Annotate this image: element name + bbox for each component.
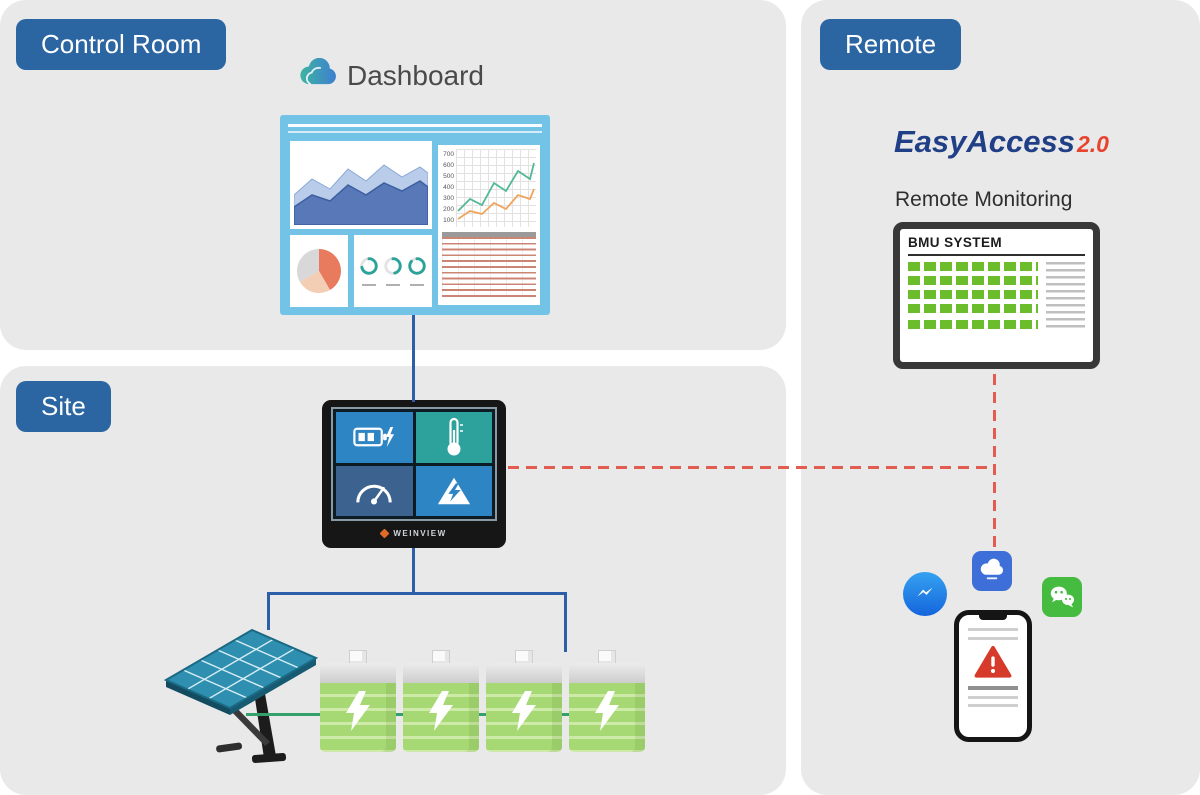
battery-storage-unit xyxy=(320,650,396,752)
hmi-tile-battery xyxy=(336,412,413,463)
control-room-panel: Control Room Dashboard xyxy=(0,0,786,350)
mock-header-line-2 xyxy=(288,131,542,133)
bolt-icon xyxy=(595,691,619,731)
connector-bracket xyxy=(267,592,567,595)
alert-icon xyxy=(437,477,470,505)
wechat-icon xyxy=(1042,577,1082,617)
pie-chart-panel xyxy=(290,235,348,307)
remote-link-dashed-horizontal xyxy=(508,466,995,469)
connector-to-solar xyxy=(267,592,270,630)
easyaccess-logo: EasyAccess2.0 xyxy=(894,124,1109,160)
hmi-device: WEINVIEW xyxy=(322,400,506,548)
gauge-chart xyxy=(407,256,427,287)
gauges-panel xyxy=(354,235,432,307)
dashboard-title: Dashboard xyxy=(347,60,484,91)
remote-link-dashed-vertical xyxy=(993,374,996,554)
battery-storage-unit xyxy=(569,650,645,752)
hmi-tile-temperature xyxy=(415,412,492,463)
gauge-value-text xyxy=(362,283,376,287)
gauge-value-text xyxy=(410,283,424,287)
bolt-icon xyxy=(346,691,370,731)
bmu-system-title: BMU SYSTEM xyxy=(908,235,1085,256)
easyaccess-logo-version: 2.0 xyxy=(1077,131,1109,157)
cloud-app-icon xyxy=(972,551,1012,591)
battery-icon xyxy=(353,427,395,448)
messenger-icon xyxy=(903,572,947,616)
hmi-tile-alert xyxy=(415,465,492,516)
connector-to-battery xyxy=(564,592,567,652)
area-chart-panel xyxy=(290,141,432,229)
phone-heading-line xyxy=(968,686,1018,690)
pie-chart xyxy=(297,249,341,293)
phone-text-lines xyxy=(968,628,1018,640)
hmi-brand-bar: WEINVIEW xyxy=(331,521,497,546)
gauge-chart xyxy=(359,256,379,287)
gauge-chart xyxy=(383,256,403,287)
thermometer-icon xyxy=(447,418,463,456)
mock-header-line xyxy=(288,124,542,127)
area-chart xyxy=(293,164,429,226)
gauge-icon xyxy=(356,484,392,505)
line-chart xyxy=(456,149,536,227)
battery-cap xyxy=(486,663,562,683)
battery-storage-unit xyxy=(403,650,479,752)
hmi-tile-gauge xyxy=(336,465,413,516)
control-room-badge: Control Room xyxy=(16,19,227,70)
phone-notch xyxy=(979,615,1007,620)
easyaccess-logo-main: EasyAccess xyxy=(894,124,1075,159)
line-chart-panel: 700 600 500 400 300 200 100 xyxy=(438,145,540,305)
bmu-cell-grid xyxy=(908,262,1038,313)
connector-dashboard-to-hmi xyxy=(412,315,415,402)
smartphone xyxy=(954,610,1032,742)
weincloud-logo-icon xyxy=(300,58,336,85)
warning-icon xyxy=(974,645,1012,678)
remote-panel: Remote EasyAccess2.0 Remote Monitoring B… xyxy=(801,0,1200,795)
battery-cap xyxy=(320,663,396,683)
connector-hmi-to-bracket xyxy=(412,548,415,592)
gauge-value-text xyxy=(386,283,400,287)
hmi-brand-text: WEINVIEW xyxy=(393,529,447,538)
site-badge: Site xyxy=(16,381,111,432)
remote-badge: Remote xyxy=(820,19,962,70)
bmu-cell-column xyxy=(908,262,1038,329)
hmi-screen xyxy=(331,407,497,521)
data-table-rows xyxy=(442,237,536,297)
dashboard-screen: 700 600 500 400 300 200 100 xyxy=(280,115,550,315)
battery-storage-unit xyxy=(486,650,562,752)
site-panel: Site xyxy=(0,366,786,795)
weinview-logo-icon xyxy=(379,528,390,539)
bmu-status-text-lines xyxy=(1046,262,1085,328)
y-axis-ticks: 700 600 500 400 300 200 100 xyxy=(443,151,454,224)
bmu-cell-row xyxy=(908,320,1038,329)
phone-text-lines xyxy=(968,696,1018,709)
bmu-monitor: BMU SYSTEM xyxy=(893,222,1100,369)
battery-cap xyxy=(403,663,479,683)
bolt-icon xyxy=(429,691,453,731)
battery-cap xyxy=(569,663,645,683)
remote-monitoring-label: Remote Monitoring xyxy=(895,188,1073,211)
data-table-header xyxy=(442,232,536,237)
bolt-icon xyxy=(512,691,536,731)
solar-panel xyxy=(163,628,319,763)
